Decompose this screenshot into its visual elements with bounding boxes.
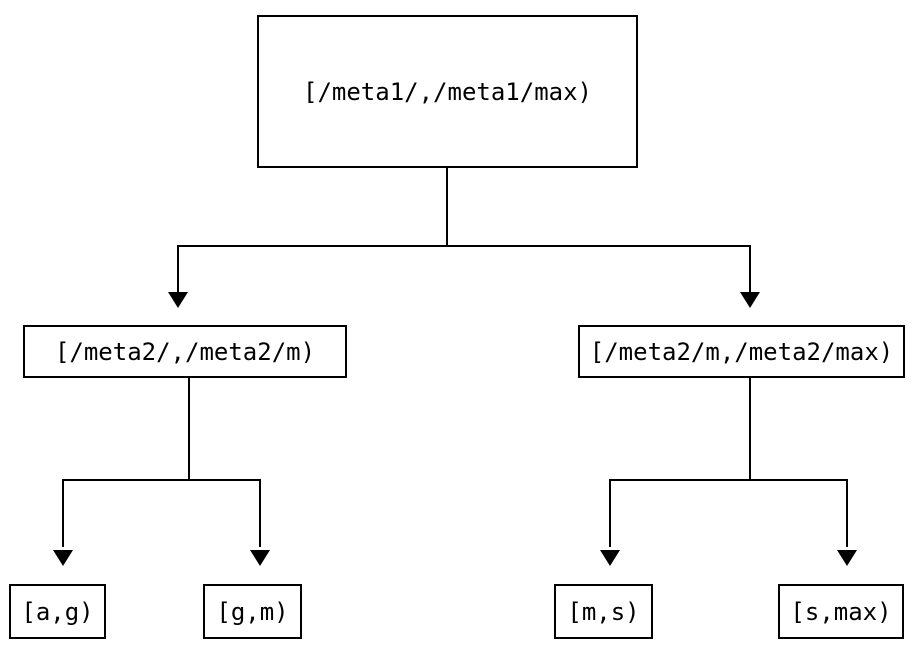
node-leaf-gm-label: [g,m) (216, 597, 289, 626)
connector-level1-right-drop (749, 245, 751, 293)
arrow-down-icon (600, 550, 620, 566)
connector-level1-left-drop (177, 245, 179, 293)
connector-left-crossbar (62, 479, 261, 481)
node-leaf-smax-label: [s,max) (790, 597, 892, 626)
arrow-down-icon (168, 292, 188, 308)
connector-right-left-drop (609, 479, 611, 547)
connector-level1-crossbar (177, 245, 751, 247)
connector-right-crossbar (609, 479, 848, 481)
node-root: [/meta1/,/meta1/max) (257, 15, 638, 168)
connector-right-stem (749, 378, 751, 481)
arrow-down-icon (250, 550, 270, 566)
connector-left-right-drop (259, 479, 261, 547)
node-leaf-ag-label: [a,g) (21, 597, 94, 626)
node-meta2-right-label: [/meta2/m,/meta2/max) (589, 337, 894, 366)
node-meta2-left-label: [/meta2/,/meta2/m) (54, 337, 316, 366)
connector-left-left-drop (62, 479, 64, 547)
arrow-down-icon (740, 292, 760, 308)
node-leaf-ms-label: [m,s) (567, 597, 640, 626)
connector-right-right-drop (846, 479, 848, 547)
node-meta2-right: [/meta2/m,/meta2/max) (578, 325, 905, 378)
node-leaf-ag: [a,g) (9, 584, 106, 639)
node-leaf-ms: [m,s) (554, 584, 653, 639)
node-leaf-gm: [g,m) (203, 584, 302, 639)
node-leaf-smax: [s,max) (778, 584, 904, 639)
arrow-down-icon (837, 550, 857, 566)
connector-root-stem (446, 168, 448, 247)
connector-left-stem (188, 378, 190, 481)
node-meta2-left: [/meta2/,/meta2/m) (23, 325, 347, 378)
arrow-down-icon (53, 550, 73, 566)
node-root-label: [/meta1/,/meta1/max) (303, 77, 592, 106)
